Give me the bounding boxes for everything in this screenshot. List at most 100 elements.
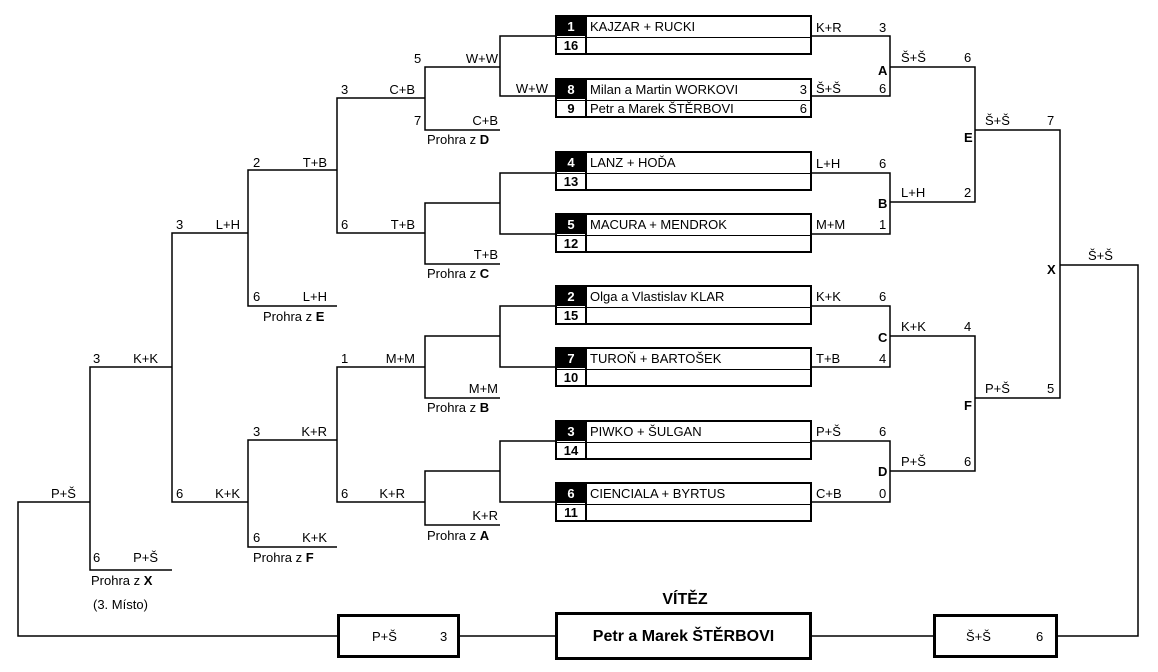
match-team: C+B — [472, 113, 498, 128]
seed-number: 15 — [557, 306, 587, 325]
match-letter-e: E — [964, 130, 973, 145]
match-team: K+K — [816, 289, 841, 304]
match-score: 1 — [341, 351, 349, 366]
winner-label: VÍTĚZ — [662, 591, 708, 608]
loser-label-d: Prohra z D — [427, 132, 490, 147]
final-score: 3 — [440, 629, 448, 644]
match-team: K+R — [472, 508, 498, 523]
match-team: M+M — [468, 381, 498, 396]
team-name: CIENCIALA + BYRTUS — [590, 486, 726, 501]
match-team: P+Š — [133, 550, 158, 565]
match-team: W+W — [515, 81, 548, 96]
match-letter-c: C — [878, 330, 888, 345]
match-team: L+H — [816, 156, 841, 171]
match-score: 6 — [879, 81, 887, 96]
seed-number: 14 — [557, 441, 587, 460]
match-score: 6 — [879, 289, 887, 304]
team-name: Olga a Vlastislav KLAR — [590, 289, 725, 304]
seed-number: 3 — [557, 422, 587, 441]
match-score: 3 — [879, 20, 887, 35]
match-team: Š+Š — [816, 81, 841, 96]
match-team: Š+Š — [985, 113, 1010, 128]
seed-number: 11 — [557, 503, 587, 522]
seed-number: 7 — [557, 349, 587, 368]
match-team: K+K — [901, 319, 926, 334]
match-team: P+Š — [51, 486, 76, 501]
match-team: K+K — [215, 486, 240, 501]
match-score: 2 — [964, 185, 972, 200]
match-team: Š+Š — [1088, 248, 1113, 263]
match-score: 3 — [253, 424, 261, 439]
seed-number: 10 — [557, 368, 587, 387]
match-team: K+R — [816, 20, 842, 35]
team-name: KAJZAR + RUCKI — [590, 19, 696, 34]
seed-number: 2 — [557, 287, 587, 306]
match-letter-x: X — [1047, 262, 1056, 277]
match-team: L+H — [901, 185, 926, 200]
match-team: P+Š — [816, 424, 841, 439]
match-team: T+B — [302, 155, 327, 170]
match-score: 4 — [964, 319, 972, 334]
match-score: 6 — [341, 217, 349, 232]
match-team: K+R — [301, 424, 327, 439]
match-team: M+M — [385, 351, 415, 366]
match-score: 6 — [253, 530, 261, 545]
team-name: Petr a Marek ŠTĚRBOVI — [590, 101, 734, 116]
match-team: L+H — [302, 289, 327, 304]
match-team: P+Š — [901, 454, 926, 469]
loser-label-b: Prohra z B — [427, 400, 490, 415]
match-team: T+B — [390, 217, 415, 232]
seed-number: 12 — [557, 234, 587, 253]
match-team: P+Š — [985, 381, 1010, 396]
match-team: C+B — [389, 82, 415, 97]
loser-label-f: Prohra z F — [253, 550, 314, 565]
match-score: 6 — [93, 550, 101, 565]
match-score: 7 — [414, 113, 422, 128]
match-team: T+B — [816, 351, 841, 366]
match-team: M+M — [816, 217, 846, 232]
match-team: K+K — [133, 351, 158, 366]
loser-label-e: Prohra z E — [263, 309, 325, 324]
seed-number: 9 — [557, 99, 587, 118]
match-score: 3 — [341, 82, 349, 97]
match-score: 1 — [879, 217, 887, 232]
team-name: MACURA + MENDROK — [590, 217, 727, 232]
match-score: 6 — [964, 50, 972, 65]
match-team: K+R — [379, 486, 405, 501]
match-score: 6 — [253, 289, 261, 304]
seed-number: 6 — [557, 484, 587, 503]
match-score: 3 — [93, 351, 101, 366]
seed-number: 8 — [557, 80, 587, 99]
team-name: Milan a Martin WORKOVI — [590, 82, 739, 97]
match-letter-f: F — [964, 398, 972, 413]
match-score: 6 — [879, 424, 887, 439]
team-score: 6 — [799, 101, 807, 116]
winner-name: Petr a Marek ŠTĚRBOVI — [592, 628, 775, 645]
match-team: Š+Š — [901, 50, 926, 65]
seed-number: 13 — [557, 172, 587, 191]
match-score: 7 — [1047, 113, 1055, 128]
seed-number: 1 — [557, 17, 587, 36]
match-score: 6 — [964, 454, 972, 469]
winner-box: Petr a Marek ŠTĚRBOVI — [555, 612, 812, 660]
final-team: Š+Š — [966, 629, 991, 644]
final-left-box: P+Š 3 — [337, 614, 460, 658]
seed-number: 5 — [557, 215, 587, 234]
match-score: 3 — [176, 217, 184, 232]
final-score: 6 — [1036, 629, 1044, 644]
team-score: 3 — [799, 82, 807, 97]
match-team: K+K — [302, 530, 327, 545]
loser-label-a: Prohra z A — [427, 528, 490, 543]
match-team: W+W — [465, 51, 498, 66]
match-team: C+B — [816, 486, 842, 501]
match-letter-a: A — [878, 63, 888, 78]
